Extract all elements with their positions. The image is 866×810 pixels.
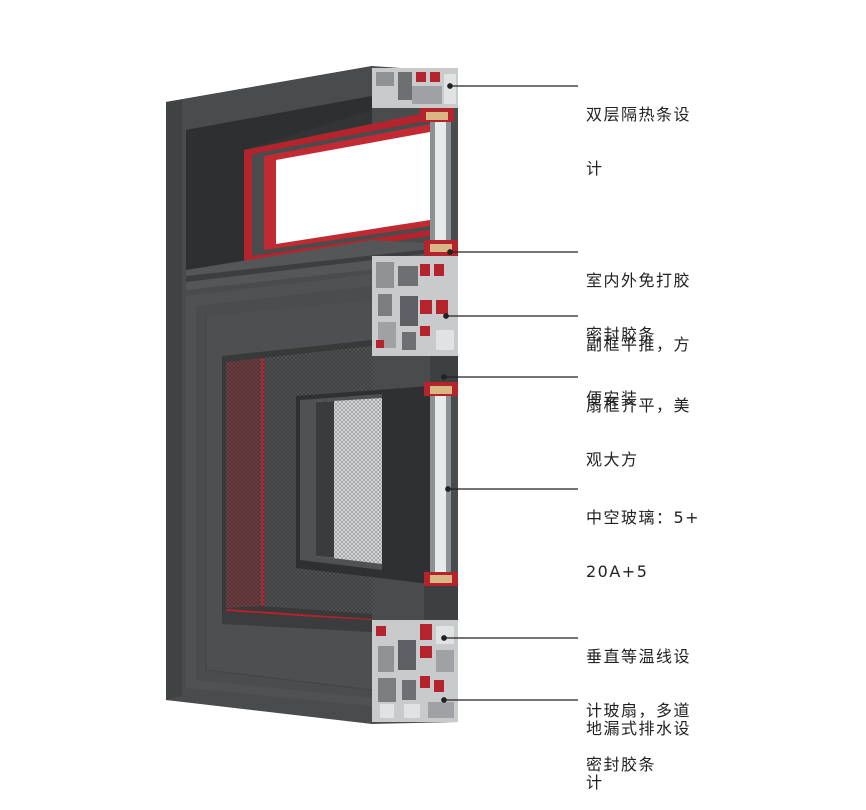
callout-floor-drain: 地漏式排水设 计 [586,684,736,810]
callout-line: 计 [586,773,604,792]
profile-cross-section [372,68,458,722]
window-profile-diagram [166,66,578,724]
callout-line: 密封胶条 [586,325,657,344]
callout-line: 中空玻璃：5+ [586,508,701,527]
callout-line: 密封胶条 [586,755,657,774]
callout-line: 20A+5 [586,562,649,581]
callout-line: 地漏式排水设 [586,719,692,738]
callout-line: 计玻扇，多道 [586,701,692,720]
callout-line: 室内外免打胶 [586,271,692,290]
callout-line: 垂直等温线设 [586,647,692,666]
callout-leaders [441,83,578,703]
callout-line: 副框平推，方 [586,335,692,354]
transom-opening [186,96,430,270]
callout-line: 扇框齐平，美 [586,396,692,415]
callout-seal-strip: 室内外免打胶 密封胶条 [586,236,736,362]
callout-line: 便安装 [586,389,639,408]
callout-sash-flush: 扇框齐平，美 观大方 [586,361,736,487]
screen-opening [222,340,430,632]
callout-double-thermal-break: 双层隔热条设 计 [586,70,736,196]
callout-sub-frame: 副框平推，方 便安装 [586,300,736,426]
callout-insulated-glass: 中空玻璃：5+ 20A+5 [586,473,736,599]
callout-isothermal-line: 垂直等温线设 计玻扇，多道 密封胶条 [586,612,736,792]
callout-line: 双层隔热条设 [586,105,692,124]
callout-line: 观大方 [586,450,639,469]
callout-line: 计 [586,159,604,178]
